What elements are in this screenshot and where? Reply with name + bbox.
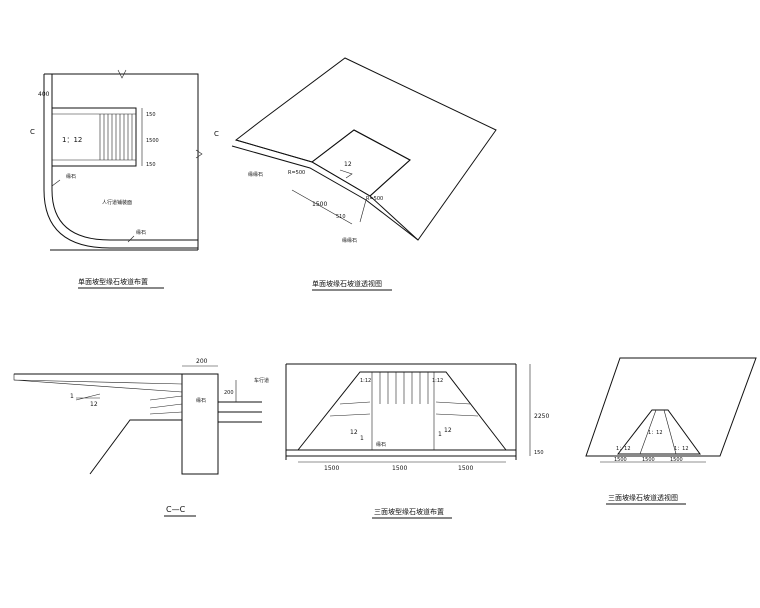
- dim-200-top: 200: [196, 358, 208, 365]
- curb-stone: [181, 373, 219, 475]
- curb-inner-line: [51, 74, 198, 241]
- slope-right-label: 1：12: [674, 446, 689, 452]
- slope-1-left: 1: [360, 435, 364, 442]
- break-mark-right: [195, 149, 203, 159]
- paving-area-2: [585, 357, 757, 457]
- slope-top-label: 1：12: [648, 430, 663, 436]
- dim-1500-3: 1500: [458, 465, 473, 472]
- ramp-lines: [99, 114, 133, 160]
- dim-150-c: 150: [146, 162, 156, 168]
- dim-1500-persp: 1500: [312, 201, 327, 208]
- curb-label-triple: 缘石: [376, 441, 386, 448]
- curb-outer-line: [43, 74, 198, 249]
- ramp-surface-2: [616, 409, 701, 455]
- section-mark-c-2: C: [214, 130, 219, 138]
- radius-label-1: R=500: [288, 170, 305, 176]
- title-plan-single: 单面坡型缘石坡道布置: [78, 277, 148, 286]
- slope-1-right: 1: [438, 431, 442, 438]
- perspective-triple-slope-view: 1：12 1：12 1：12 1500 1500 1500 三面坡缘石坡道透视图: [585, 357, 757, 505]
- dim-200-side: 200: [224, 390, 234, 396]
- curb-label-b: 缘缘石: [342, 237, 357, 244]
- ramp-surface: [311, 129, 411, 197]
- title-plan-triple: 三面坡型缘石坡道布置: [374, 507, 444, 516]
- section-mark-c: C: [30, 128, 35, 136]
- dim-150-a: 150: [146, 112, 156, 118]
- dim-2250: 2250: [534, 413, 549, 420]
- slope-1: 1: [70, 393, 74, 400]
- dim-150-triple: 150: [534, 450, 544, 456]
- dim-1500-1: 1500: [324, 465, 339, 472]
- radius-label-2: R=500: [366, 196, 383, 202]
- paving-area: [234, 57, 497, 241]
- dim-1500-p2: 1500: [642, 457, 655, 463]
- perspective-single-slope-view: 12 C R=500 R=500 缘缘石 缘缘石 1500 510 单面坡缘石坡…: [214, 57, 497, 291]
- dim-1500: 1500: [146, 138, 159, 144]
- slope-12-cc: 12: [90, 401, 98, 408]
- dim-1500-2: 1500: [392, 465, 407, 472]
- curb-label-1: 缘石: [66, 173, 76, 180]
- dim-1500-p1: 1500: [614, 457, 627, 463]
- break-mark: [117, 69, 127, 79]
- dim-510: 510: [336, 214, 346, 220]
- plan-triple-slope-view: 1:12 1:12 12 1 1 12 缘石 1500 1500 1500 22…: [285, 363, 549, 519]
- curb-label-cc: 缘石: [196, 397, 206, 404]
- curb-line: [286, 449, 516, 457]
- slope-12: 12: [344, 161, 352, 168]
- section-cc-view: 200 200 车行道 1 12 缘石 C—C: [13, 358, 269, 517]
- slope-left-label: 1：12: [616, 446, 631, 452]
- slope-12-left: 12: [350, 429, 358, 436]
- crosswalk-label: 人行道铺装面: [102, 199, 132, 206]
- curb-label-2: 缘石: [136, 229, 146, 236]
- paving-layer: [13, 373, 183, 385]
- road-label: 车行道: [254, 377, 269, 384]
- dim-400: 400: [38, 91, 50, 98]
- top-slope-right: 1:12: [432, 378, 443, 384]
- title-persp-triple: 三面坡缘石坡道透视图: [608, 493, 678, 502]
- top-slope-left: 1:12: [360, 378, 371, 384]
- curb-edge-1: [235, 139, 371, 197]
- slope-label: 1：12: [62, 136, 82, 144]
- curb-label-a: 缘缘石: [248, 171, 263, 178]
- title-section-cc: C—C: [166, 505, 186, 514]
- slope-12-right: 12: [444, 427, 452, 434]
- ramp-outline: [297, 371, 507, 451]
- plan-boundary: [44, 73, 199, 251]
- ramp-hatch-lines: [329, 372, 479, 417]
- plan-single-slope-view: 400 150 1500 150 1：12 C 缘石 人行道铺装面 缘石 单面坡…: [30, 69, 203, 289]
- ramp-area: [51, 107, 137, 167]
- title-persp-single: 单面坡缘石坡道透视图: [312, 279, 382, 288]
- dim-1500-p3: 1500: [670, 457, 683, 463]
